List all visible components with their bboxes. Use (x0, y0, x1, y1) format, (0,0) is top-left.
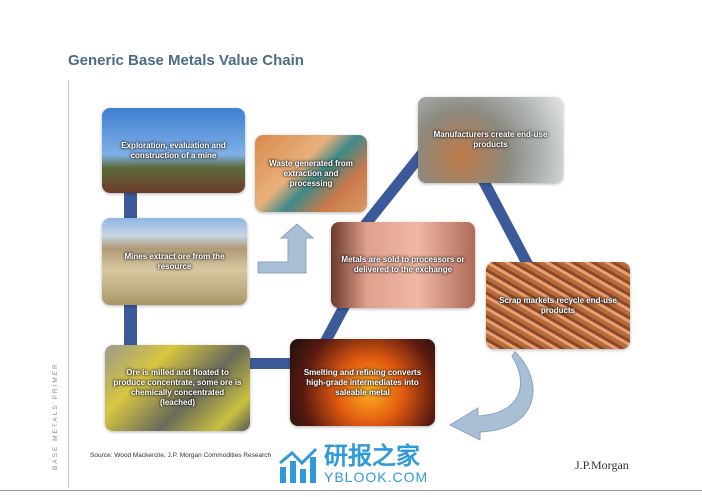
arrow-recycle (448, 351, 534, 441)
connector-ore-smelting (248, 358, 293, 369)
step-label: Scrap markets recycle end-use products (499, 295, 617, 315)
step-label: Waste generated from extraction and proc… (269, 158, 353, 188)
arrow-to-waste (257, 223, 315, 274)
page-title: Generic Base Metals Value Chain (68, 52, 304, 69)
step-label: Smelting and refining converts high-grad… (303, 367, 422, 397)
step-exploration: Exploration, evaluation and construction… (102, 108, 245, 193)
step-ore: Ore is milled and floated to produce con… (105, 345, 250, 431)
watermark-en: YBLOOK.COM (324, 469, 429, 485)
divider-bottom (0, 490, 702, 491)
step-label: Mines extract ore from the resource (124, 251, 225, 271)
step-smelting: Smelting and refining converts high-grad… (290, 339, 435, 426)
step-label: Metals are sold to processors or deliver… (341, 255, 465, 274)
divider-vertical (68, 80, 69, 488)
step-metals: Metals are sold to processors or deliver… (331, 222, 475, 308)
source-note: Source: Wood Mackenzie, J.P. Morgan Comm… (90, 452, 272, 459)
watermark-cn: 研报之家 (324, 443, 420, 470)
watermark-chart-icon (279, 447, 318, 483)
step-label: Exploration, evaluation and construction… (121, 140, 226, 160)
step-label: Manufacturers create end-use products (433, 130, 548, 149)
connector-metals-manufacturers (360, 146, 430, 229)
step-manufacturers: Manufacturers create end-use products (418, 97, 563, 183)
connector-mines-ore (124, 303, 137, 348)
step-waste: Waste generated from extraction and proc… (255, 135, 367, 212)
step-scrap: Scrap markets recycle end-use products (486, 262, 630, 349)
step-label: Ore is milled and floated to produce con… (113, 368, 242, 407)
step-mines: Mines extract ore from the resource (102, 218, 247, 305)
connector-manufacturers-scrap (477, 175, 533, 268)
jpmorgan-logo: J.P.Morgan (575, 458, 629, 472)
connector-exploration-mines (124, 190, 137, 222)
